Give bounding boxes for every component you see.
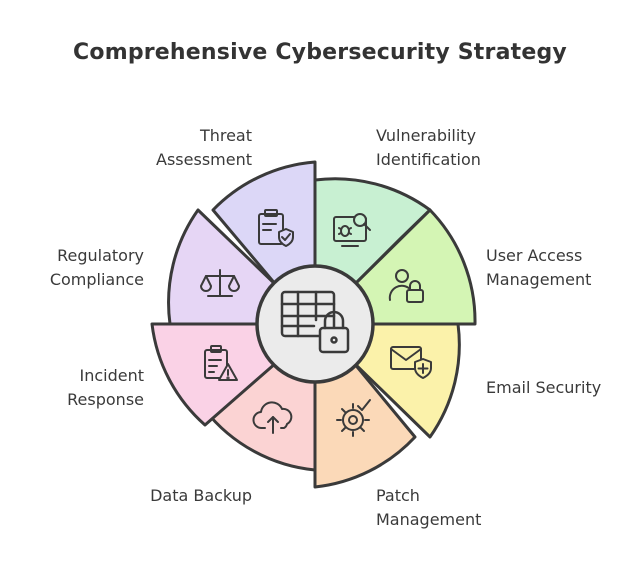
email-shield-icon — [390, 346, 432, 379]
gear-check-icon — [336, 399, 371, 437]
label-line: Incident — [79, 366, 144, 385]
center-hub — [255, 264, 375, 384]
label-threat-assessment: Threat Assessment — [156, 124, 252, 172]
label-regulatory-compliance: Regulatory Compliance — [50, 244, 144, 292]
user-lock-icon — [388, 269, 424, 303]
label-line: Data Backup — [150, 486, 252, 505]
label-line: User Access — [486, 246, 583, 265]
label-line: Vulnerability — [376, 126, 477, 145]
diagram-title: Comprehensive Cybersecurity Strategy — [73, 40, 567, 65]
clipboard-shield-icon — [258, 209, 294, 247]
label-email-security: Email Security — [486, 376, 601, 400]
label-incident-response: Incident Response — [67, 364, 144, 412]
label-line: Assessment — [156, 150, 252, 169]
label-line: Regulatory — [57, 246, 144, 265]
label-line: Management — [376, 510, 482, 529]
label-line: Email Security — [486, 378, 602, 397]
label-line: Patch — [376, 486, 420, 505]
bug-magnifier-icon — [333, 213, 371, 247]
label-line: Management — [486, 270, 592, 289]
scales-icon — [200, 269, 240, 297]
table-lock-icon — [280, 290, 350, 354]
cloud-upload-icon — [252, 401, 293, 434]
label-line: Compliance — [49, 270, 144, 289]
label-line: Identification — [376, 150, 481, 169]
label-patch-management: Patch Management — [376, 484, 481, 532]
label-line: Response — [67, 390, 144, 409]
clipboard-alert-icon — [204, 345, 238, 381]
label-vulnerability-identification: Vulnerability Identification — [376, 124, 481, 172]
label-user-access-management: User Access Management — [486, 244, 591, 292]
label-data-backup: Data Backup — [150, 484, 252, 508]
label-line: Threat — [199, 126, 252, 145]
